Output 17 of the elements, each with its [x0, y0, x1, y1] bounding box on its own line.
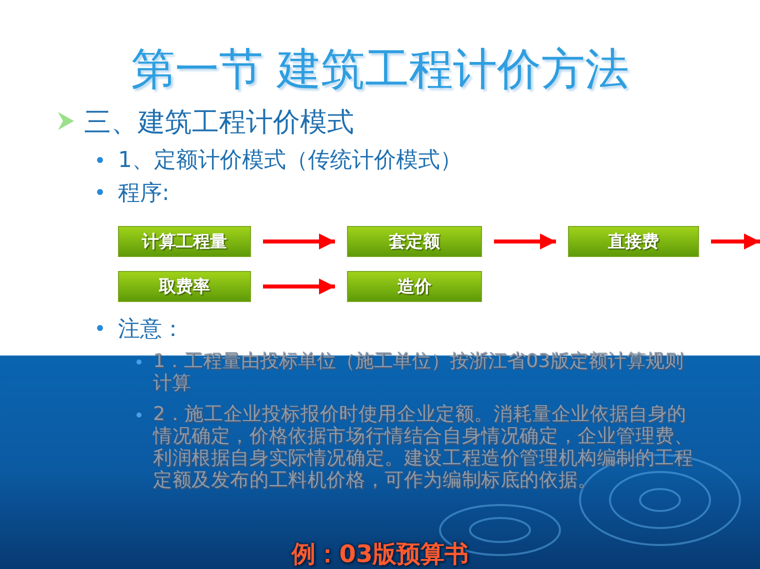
note-paragraph: 2．施工企业投标报价时使用企业定额。消耗量企业依据自身的情况确定，价格依据市场行情结合自身情况确定，企业管理费、利润根据自身实际情况确定。建设工程造价管理机构编制的工程定额及发布的工料机价格，可作为编制标底的依据。: [153, 403, 694, 491]
arrow: [494, 234, 556, 250]
example-note: 例：03版预算书: [290, 539, 470, 569]
arrow: [263, 234, 335, 250]
process-box: 取费率: [118, 271, 251, 302]
arrow: [263, 278, 335, 294]
section-heading: 三、建筑工程计价模式: [84, 106, 354, 140]
note-paragraph: 1．工程量由投标单位（施工单位）按浙江省03版定额计算规则计算: [153, 350, 684, 394]
list-item: 注意：: [118, 316, 184, 344]
process-box: 计算工程量: [118, 226, 251, 257]
slide-title: 第一节 建筑工程计价方法: [130, 43, 630, 97]
process-box: 造价: [347, 271, 482, 302]
process-box: 套定额: [347, 226, 482, 257]
list-item: 程序:: [118, 180, 170, 208]
process-box: 直接费: [568, 226, 699, 257]
arrow: [711, 234, 760, 250]
subheading: 1、定额计价模式（传统计价模式）: [118, 147, 462, 175]
